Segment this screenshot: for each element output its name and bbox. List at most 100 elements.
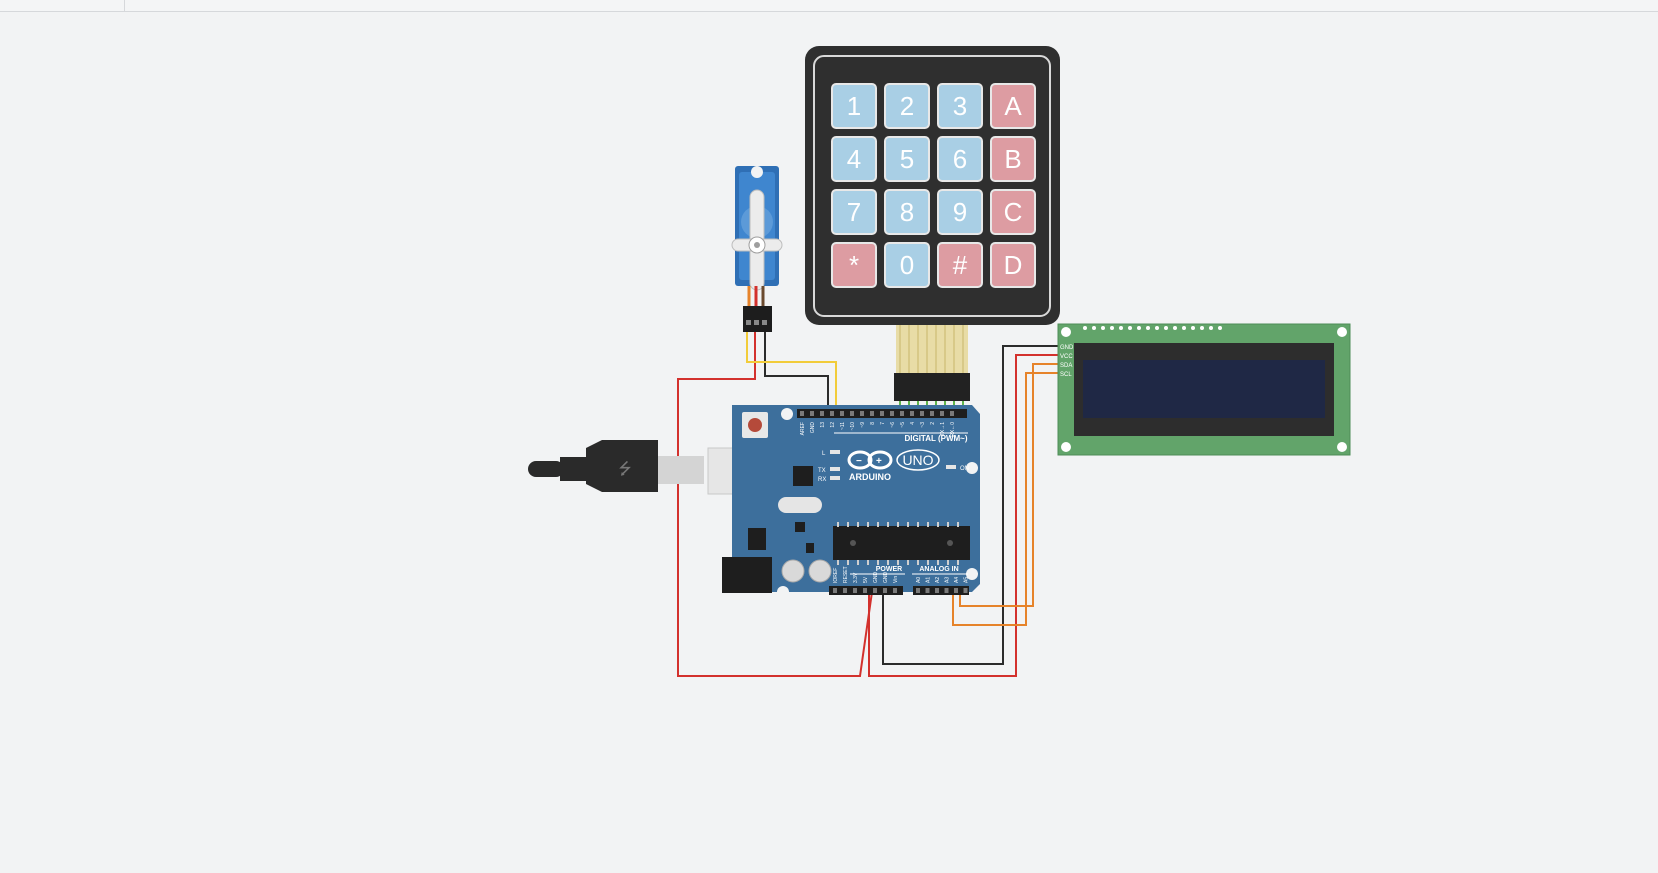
power-pin[interactable]: [853, 588, 857, 593]
digital-pin-label: ~5: [900, 422, 906, 428]
keypad-key[interactable]: 0: [884, 242, 930, 288]
digital-pin-label: 7: [880, 422, 886, 425]
digital-pin[interactable]: [920, 411, 924, 416]
keypad-key[interactable]: 2: [884, 83, 930, 129]
digital-pin[interactable]: [860, 411, 864, 416]
keypad-key-label: 7: [847, 197, 861, 227]
keypad-key[interactable]: 4: [831, 136, 877, 182]
digital-pin[interactable]: [930, 411, 934, 416]
analog-pin[interactable]: [944, 588, 949, 593]
wire-lcd-vcc[interactable]: [868, 354, 1058, 677]
digital-pin-label: TX→1: [940, 422, 946, 436]
digital-pin[interactable]: [870, 411, 874, 416]
keypad-key-label: *: [849, 250, 859, 280]
power-pin-label: 5V: [863, 576, 869, 583]
keypad-key-label: 0: [900, 250, 914, 280]
rx-led-label: RX: [818, 477, 826, 483]
digital-pin-label: AREF: [800, 422, 806, 435]
digital-pin-label: ~3: [920, 422, 926, 428]
digital-pin[interactable]: [840, 411, 844, 416]
tx-led-label: TX: [818, 468, 826, 474]
analog-pin-label: A3: [945, 577, 951, 583]
wire-lcd-gnd[interactable]: [882, 345, 1058, 665]
arduino-logo-icon: − +: [847, 450, 893, 470]
keypad-key-label: 4: [847, 144, 861, 174]
keypad-key-label: #: [953, 250, 968, 280]
digital-pin-label: 2: [930, 422, 936, 425]
power-pin[interactable]: [893, 588, 897, 593]
wire-lcd-scl[interactable]: [952, 372, 1058, 626]
power-label: POWER: [876, 566, 902, 573]
wire-lcd-sda[interactable]: [959, 363, 1058, 607]
digital-pin-label: GND: [810, 422, 816, 434]
keypad-key[interactable]: 8: [884, 189, 930, 235]
keypad-key-label: C: [1004, 197, 1023, 227]
digital-pin-label: ~9: [860, 422, 866, 428]
analog-pin[interactable]: [954, 588, 958, 593]
analog-pin[interactable]: [925, 588, 930, 593]
toolbar-divider: [124, 0, 125, 11]
digital-pin[interactable]: [850, 411, 854, 416]
power-pin[interactable]: [873, 588, 877, 593]
digital-pin[interactable]: [940, 411, 944, 416]
power-pin-label: 3.3V: [853, 572, 859, 583]
keypad-key[interactable]: 1: [831, 83, 877, 129]
wire-servo-ground[interactable]: [764, 330, 829, 412]
lcd-screen: [1083, 360, 1325, 418]
digital-pin[interactable]: [910, 411, 914, 416]
analog-pin-label: A4: [954, 577, 960, 583]
power-pin[interactable]: [863, 588, 867, 593]
lcd-pin-label: GND: [1060, 345, 1074, 351]
power-pin-label: GND: [883, 572, 889, 584]
digital-pin[interactable]: [880, 411, 884, 416]
digital-pin[interactable]: [810, 411, 814, 416]
keypad-ribbon: [894, 325, 970, 416]
digital-pin[interactable]: [820, 411, 824, 416]
power-pin-label: IOREF: [833, 568, 839, 583]
power-pin[interactable]: [883, 588, 887, 593]
digital-pin[interactable]: [900, 411, 904, 416]
power-pin-label: Vin: [893, 576, 899, 583]
wire-servo-signal[interactable]: [746, 330, 837, 412]
analog-pin[interactable]: [916, 588, 920, 593]
digital-pin-label: RX←0: [950, 422, 956, 437]
keypad-key[interactable]: C: [990, 189, 1036, 235]
analog-pin-label: A5: [964, 577, 970, 583]
lcd-pin-label: SDA: [1060, 363, 1072, 369]
keypad-key-label: 6: [953, 144, 967, 174]
keypad-key[interactable]: B: [990, 136, 1036, 182]
keypad-key-label: D: [1004, 250, 1023, 280]
digital-pin[interactable]: [800, 411, 804, 416]
keypad-key[interactable]: 3: [937, 83, 983, 129]
power-pin[interactable]: [833, 588, 837, 593]
servo-motor[interactable]: [731, 166, 783, 332]
keypad-key[interactable]: 6: [937, 136, 983, 182]
digital-pin[interactable]: [890, 411, 894, 416]
analog-pin[interactable]: [935, 588, 939, 593]
wires: [677, 330, 1058, 677]
digital-pin[interactable]: [830, 411, 834, 416]
digital-pin[interactable]: [950, 411, 954, 416]
svg-text:−: −: [856, 456, 862, 467]
keypad-key[interactable]: #: [937, 242, 983, 288]
power-pin[interactable]: [843, 588, 847, 593]
wire-servo-power[interactable]: [677, 330, 873, 677]
on-label: ON: [960, 466, 969, 472]
keypad-key[interactable]: 5: [884, 136, 930, 182]
keypad-key[interactable]: D: [990, 242, 1036, 288]
keypad-key[interactable]: *: [831, 242, 877, 288]
keypad-key[interactable]: A: [990, 83, 1036, 129]
keypad-key[interactable]: 9: [937, 189, 983, 235]
keypad-key[interactable]: 7: [831, 189, 877, 235]
power-pin-label: GND: [873, 572, 879, 584]
power-pin-label: RESET: [843, 566, 849, 583]
lcd-header-holes: [1083, 326, 1222, 330]
analog-pin-label: A2: [935, 577, 941, 583]
analog-pin[interactable]: [963, 588, 968, 593]
